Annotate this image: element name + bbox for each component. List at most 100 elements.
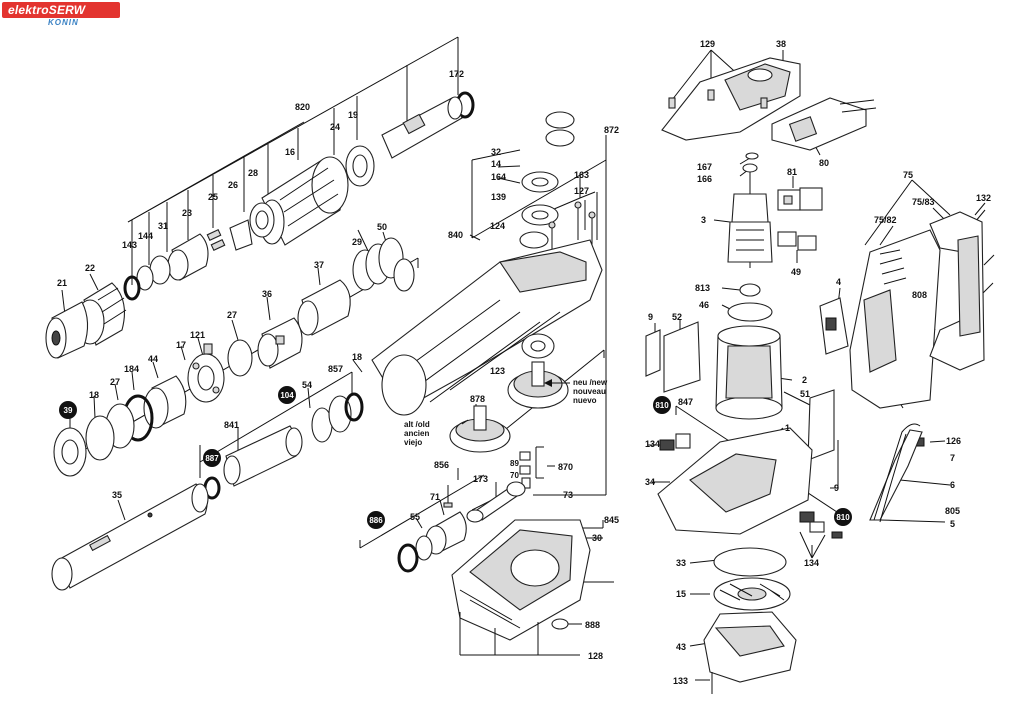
label-51: 51 bbox=[800, 389, 810, 399]
label-820: 820 bbox=[295, 102, 310, 112]
label-81: 81 bbox=[787, 167, 797, 177]
label-9-upper: 9 bbox=[648, 312, 653, 322]
part-813-bearing bbox=[739, 283, 761, 297]
badge-810-upper: 810 bbox=[653, 396, 671, 414]
part-5-cable-edge bbox=[879, 433, 907, 523]
label-1: 1 bbox=[785, 423, 790, 433]
label-54: 54 bbox=[302, 380, 312, 390]
part-18-ring bbox=[85, 415, 115, 461]
label-49: 49 bbox=[791, 267, 801, 277]
part-121-hub bbox=[187, 353, 225, 403]
callout-old-line3: viejo bbox=[404, 438, 422, 447]
label-172: 172 bbox=[449, 69, 464, 79]
label-163: 163 bbox=[574, 170, 589, 180]
callout-new-line3: nuevo bbox=[573, 396, 597, 405]
part-17-pin bbox=[203, 343, 213, 355]
label-840: 840 bbox=[448, 230, 463, 240]
part-37-sleeve bbox=[297, 279, 351, 336]
housing-gear-parts bbox=[371, 111, 603, 646]
part-14-ring bbox=[545, 129, 575, 147]
part-128-screws bbox=[459, 612, 539, 646]
badge-39: 39 bbox=[59, 401, 77, 419]
label-18-center: 18 bbox=[352, 352, 362, 362]
label-34: 34 bbox=[645, 477, 655, 487]
label-123: 123 bbox=[490, 366, 505, 376]
label-7583: 75/83 bbox=[912, 197, 935, 207]
part-124-bore bbox=[531, 210, 549, 220]
label-73: 73 bbox=[563, 490, 573, 500]
label-810-lower: 810 bbox=[836, 513, 850, 522]
label-3: 3 bbox=[701, 215, 706, 225]
label-104: 104 bbox=[280, 391, 294, 400]
part-123-bore bbox=[530, 340, 546, 352]
label-29: 29 bbox=[352, 237, 362, 247]
part-841-striker bbox=[223, 425, 303, 487]
part-26-clip bbox=[229, 219, 253, 251]
label-139: 139 bbox=[491, 192, 506, 202]
label-71: 71 bbox=[430, 492, 440, 502]
part-2-stator bbox=[715, 325, 783, 420]
watermark-title: elektroSERW bbox=[8, 3, 86, 17]
label-19: 19 bbox=[348, 110, 358, 120]
part-6-cable-guard bbox=[869, 429, 923, 521]
label-134-upper: 134 bbox=[645, 439, 660, 449]
part-39-bore bbox=[61, 439, 79, 465]
part-33-baffle bbox=[713, 547, 787, 577]
label-810-upper: 810 bbox=[655, 401, 669, 410]
part-166-bearing bbox=[742, 163, 758, 173]
label-50: 50 bbox=[377, 222, 387, 232]
part-25-pins bbox=[206, 229, 226, 251]
label-5: 5 bbox=[950, 519, 955, 529]
label-7582: 75/82 bbox=[874, 215, 897, 225]
label-847: 847 bbox=[678, 397, 693, 407]
label-25: 25 bbox=[208, 192, 218, 202]
label-841: 841 bbox=[224, 420, 239, 430]
label-52: 52 bbox=[672, 312, 682, 322]
label-70: 70 bbox=[510, 471, 519, 480]
label-121: 121 bbox=[190, 330, 205, 340]
label-845: 845 bbox=[604, 515, 619, 525]
label-856: 856 bbox=[434, 460, 449, 470]
part-81-brush-holders bbox=[777, 187, 823, 211]
label-37: 37 bbox=[314, 260, 324, 270]
label-22: 22 bbox=[85, 263, 95, 273]
part-3-armature bbox=[727, 172, 773, 268]
part-43-bottom-cover bbox=[703, 611, 797, 683]
label-24: 24 bbox=[330, 122, 340, 132]
label-870: 870 bbox=[558, 462, 573, 472]
label-166: 166 bbox=[697, 174, 712, 184]
label-46: 46 bbox=[699, 300, 709, 310]
label-28: 28 bbox=[248, 168, 258, 178]
label-21: 21 bbox=[57, 278, 67, 288]
label-805: 805 bbox=[945, 506, 960, 516]
label-127: 127 bbox=[574, 186, 589, 196]
part-49-brushes bbox=[777, 231, 817, 251]
label-23: 23 bbox=[182, 208, 192, 218]
callout-old-line1: alt /old bbox=[404, 420, 430, 429]
label-2: 2 bbox=[802, 375, 807, 385]
label-808: 808 bbox=[912, 290, 927, 300]
label-133: 133 bbox=[673, 676, 688, 686]
label-6: 6 bbox=[950, 480, 955, 490]
label-38: 38 bbox=[776, 39, 786, 49]
part-1-motor-housing bbox=[657, 427, 813, 535]
part-32-ring bbox=[545, 111, 575, 129]
part-44-sleeve bbox=[143, 375, 187, 429]
part-21-dust-cap bbox=[45, 301, 89, 359]
label-126: 126 bbox=[946, 436, 961, 446]
watermark-subtitle: KONIN bbox=[48, 18, 79, 27]
part-870-set bbox=[519, 451, 531, 489]
label-18-left: 18 bbox=[89, 390, 99, 400]
part-129-screws bbox=[668, 89, 768, 109]
callout-old-line2: ancien bbox=[404, 429, 429, 438]
label-55: 55 bbox=[410, 512, 420, 522]
part-167-washer bbox=[745, 152, 759, 160]
label-39: 39 bbox=[64, 406, 73, 415]
part-51-plate bbox=[807, 389, 835, 461]
label-886: 886 bbox=[369, 516, 383, 525]
label-872: 872 bbox=[604, 125, 619, 135]
label-80: 80 bbox=[819, 158, 829, 168]
label-30: 30 bbox=[592, 533, 602, 543]
label-43: 43 bbox=[676, 642, 686, 652]
